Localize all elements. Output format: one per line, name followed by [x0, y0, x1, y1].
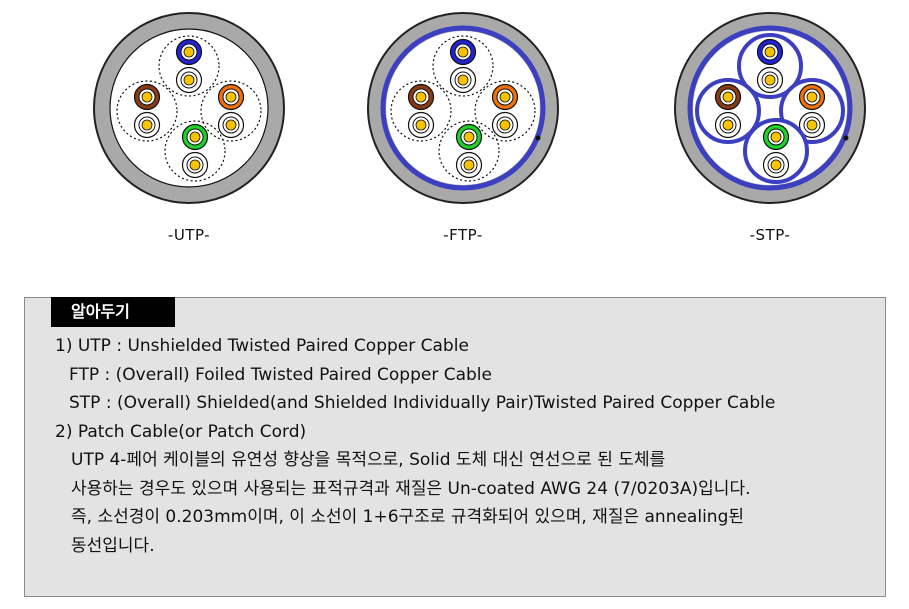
colored-wire — [756, 38, 784, 66]
stp-cross-section — [674, 12, 866, 204]
overall-foil-shield — [380, 25, 546, 191]
twisted-pair-1 — [737, 33, 803, 99]
white-wire-conductor — [764, 74, 776, 86]
twisted-pair-3 — [779, 78, 845, 144]
white-wire-conductor — [141, 119, 153, 131]
note-line-desc-3: 즉, 소선경이 0.203mm이며, 이 소선이 1+6구조로 규격화되어 있으… — [71, 507, 745, 527]
white-wire-conductor — [770, 159, 782, 171]
ftp-cable-diagram: -FTP- — [363, 8, 563, 248]
white-wire — [714, 111, 742, 139]
colored-wire-conductor — [189, 131, 201, 143]
stp-cable-diagram: -STP- — [670, 8, 870, 248]
note-content: 1) UTP : Unshielded Twisted Paired Coppe… — [25, 332, 885, 560]
ftp-label: -FTP- — [443, 226, 483, 244]
white-wire — [762, 151, 790, 179]
colored-wire — [407, 83, 435, 111]
colored-wire-conductor — [806, 91, 818, 103]
white-wire — [407, 111, 435, 139]
colored-wire-conductor — [463, 131, 475, 143]
twisted-pair-3 — [200, 80, 262, 142]
white-wire-conductor — [722, 119, 734, 131]
note-line-patch-cable: 2) Patch Cable(or Patch Cord) — [55, 421, 307, 442]
twisted-pair-4 — [743, 118, 809, 184]
white-wire — [449, 66, 477, 94]
white-wire — [756, 66, 784, 94]
colored-wire-conductor — [770, 131, 782, 143]
note-line-stp: STP : (Overall) Shielded(and Shielded In… — [69, 393, 776, 413]
twisted-pair-4 — [164, 120, 226, 182]
colored-wire — [217, 83, 245, 111]
white-wire — [133, 111, 161, 139]
note-line-desc-2: 사용하는 경우도 있으며 사용되는 표적규격과 재질은 Un-coated AW… — [71, 478, 751, 499]
cable-core — [109, 28, 269, 188]
colored-wire-conductor — [415, 91, 427, 103]
colored-wire — [798, 83, 826, 111]
ftp-cross-section — [367, 12, 559, 204]
colored-wire — [181, 123, 209, 151]
twisted-pair-3 — [474, 80, 536, 142]
white-wire-conductor — [183, 74, 195, 86]
colored-wire — [714, 83, 742, 111]
utp-label: -UTP- — [167, 226, 211, 244]
white-wire — [181, 151, 209, 179]
white-wire-conductor — [225, 119, 237, 131]
pair-twist-outline — [390, 80, 452, 142]
colored-wire-conductor — [764, 46, 776, 58]
white-wire-conductor — [806, 119, 818, 131]
colored-wire — [762, 123, 790, 151]
white-wire-conductor — [415, 119, 427, 131]
colored-wire-conductor — [141, 91, 153, 103]
colored-wire-conductor — [225, 91, 237, 103]
colored-wire-conductor — [457, 46, 469, 58]
pair-twist-outline — [474, 80, 536, 142]
pair-shield — [695, 78, 761, 144]
utp-cross-section — [93, 12, 285, 204]
cable-diagrams: -UTP- -FTP- -STP- — [0, 0, 909, 260]
twisted-pair-1 — [158, 35, 220, 97]
note-line-desc-4: 동선입니다. — [71, 535, 155, 556]
cable-core — [386, 31, 540, 185]
colored-wire — [133, 83, 161, 111]
colored-wire-conductor — [722, 91, 734, 103]
pair-twist-outline — [116, 80, 178, 142]
drain-wire — [535, 135, 541, 141]
twisted-pair-2 — [695, 78, 761, 144]
pair-twist-outline — [158, 35, 220, 97]
white-wire-conductor — [499, 119, 511, 131]
note-line-utp: 1) UTP : Unshielded Twisted Paired Coppe… — [55, 336, 469, 356]
colored-wire-conductor — [183, 46, 195, 58]
note-title: 알아두기 — [51, 297, 175, 327]
colored-wire-conductor — [499, 91, 511, 103]
colored-wire — [449, 38, 477, 66]
drain-wire — [843, 135, 849, 141]
pair-shield — [737, 33, 803, 99]
white-wire — [491, 111, 519, 139]
pair-twist-outline — [164, 120, 226, 182]
pair-shield — [743, 118, 809, 184]
white-wire — [455, 151, 483, 179]
white-wire — [175, 66, 203, 94]
utp-cable-diagram: -UTP- — [89, 8, 289, 248]
colored-wire — [455, 123, 483, 151]
twisted-pair-4 — [438, 120, 500, 182]
overall-braid-shield — [687, 25, 853, 191]
note-line-ftp: FTP : (Overall) Foiled Twisted Paired Co… — [69, 364, 492, 385]
white-wire — [798, 111, 826, 139]
colored-wire — [491, 83, 519, 111]
twisted-pair-1 — [432, 35, 494, 97]
colored-wire — [175, 38, 203, 66]
note-box: 알아두기 1) UTP : Unshielded Twisted Paired … — [24, 297, 886, 597]
twisted-pair-2 — [116, 80, 178, 142]
pair-twist-outline — [438, 120, 500, 182]
pair-twist-outline — [200, 80, 262, 142]
twisted-pair-2 — [390, 80, 452, 142]
white-wire — [217, 111, 245, 139]
note-line-desc-1: UTP 4-페어 케이블의 유연성 향상을 목적으로, Solid 도체 대신 … — [71, 450, 666, 470]
pair-twist-outline — [432, 35, 494, 97]
white-wire-conductor — [457, 74, 469, 86]
stp-label: -STP- — [749, 226, 791, 244]
white-wire-conductor — [463, 159, 475, 171]
white-wire-conductor — [189, 159, 201, 171]
